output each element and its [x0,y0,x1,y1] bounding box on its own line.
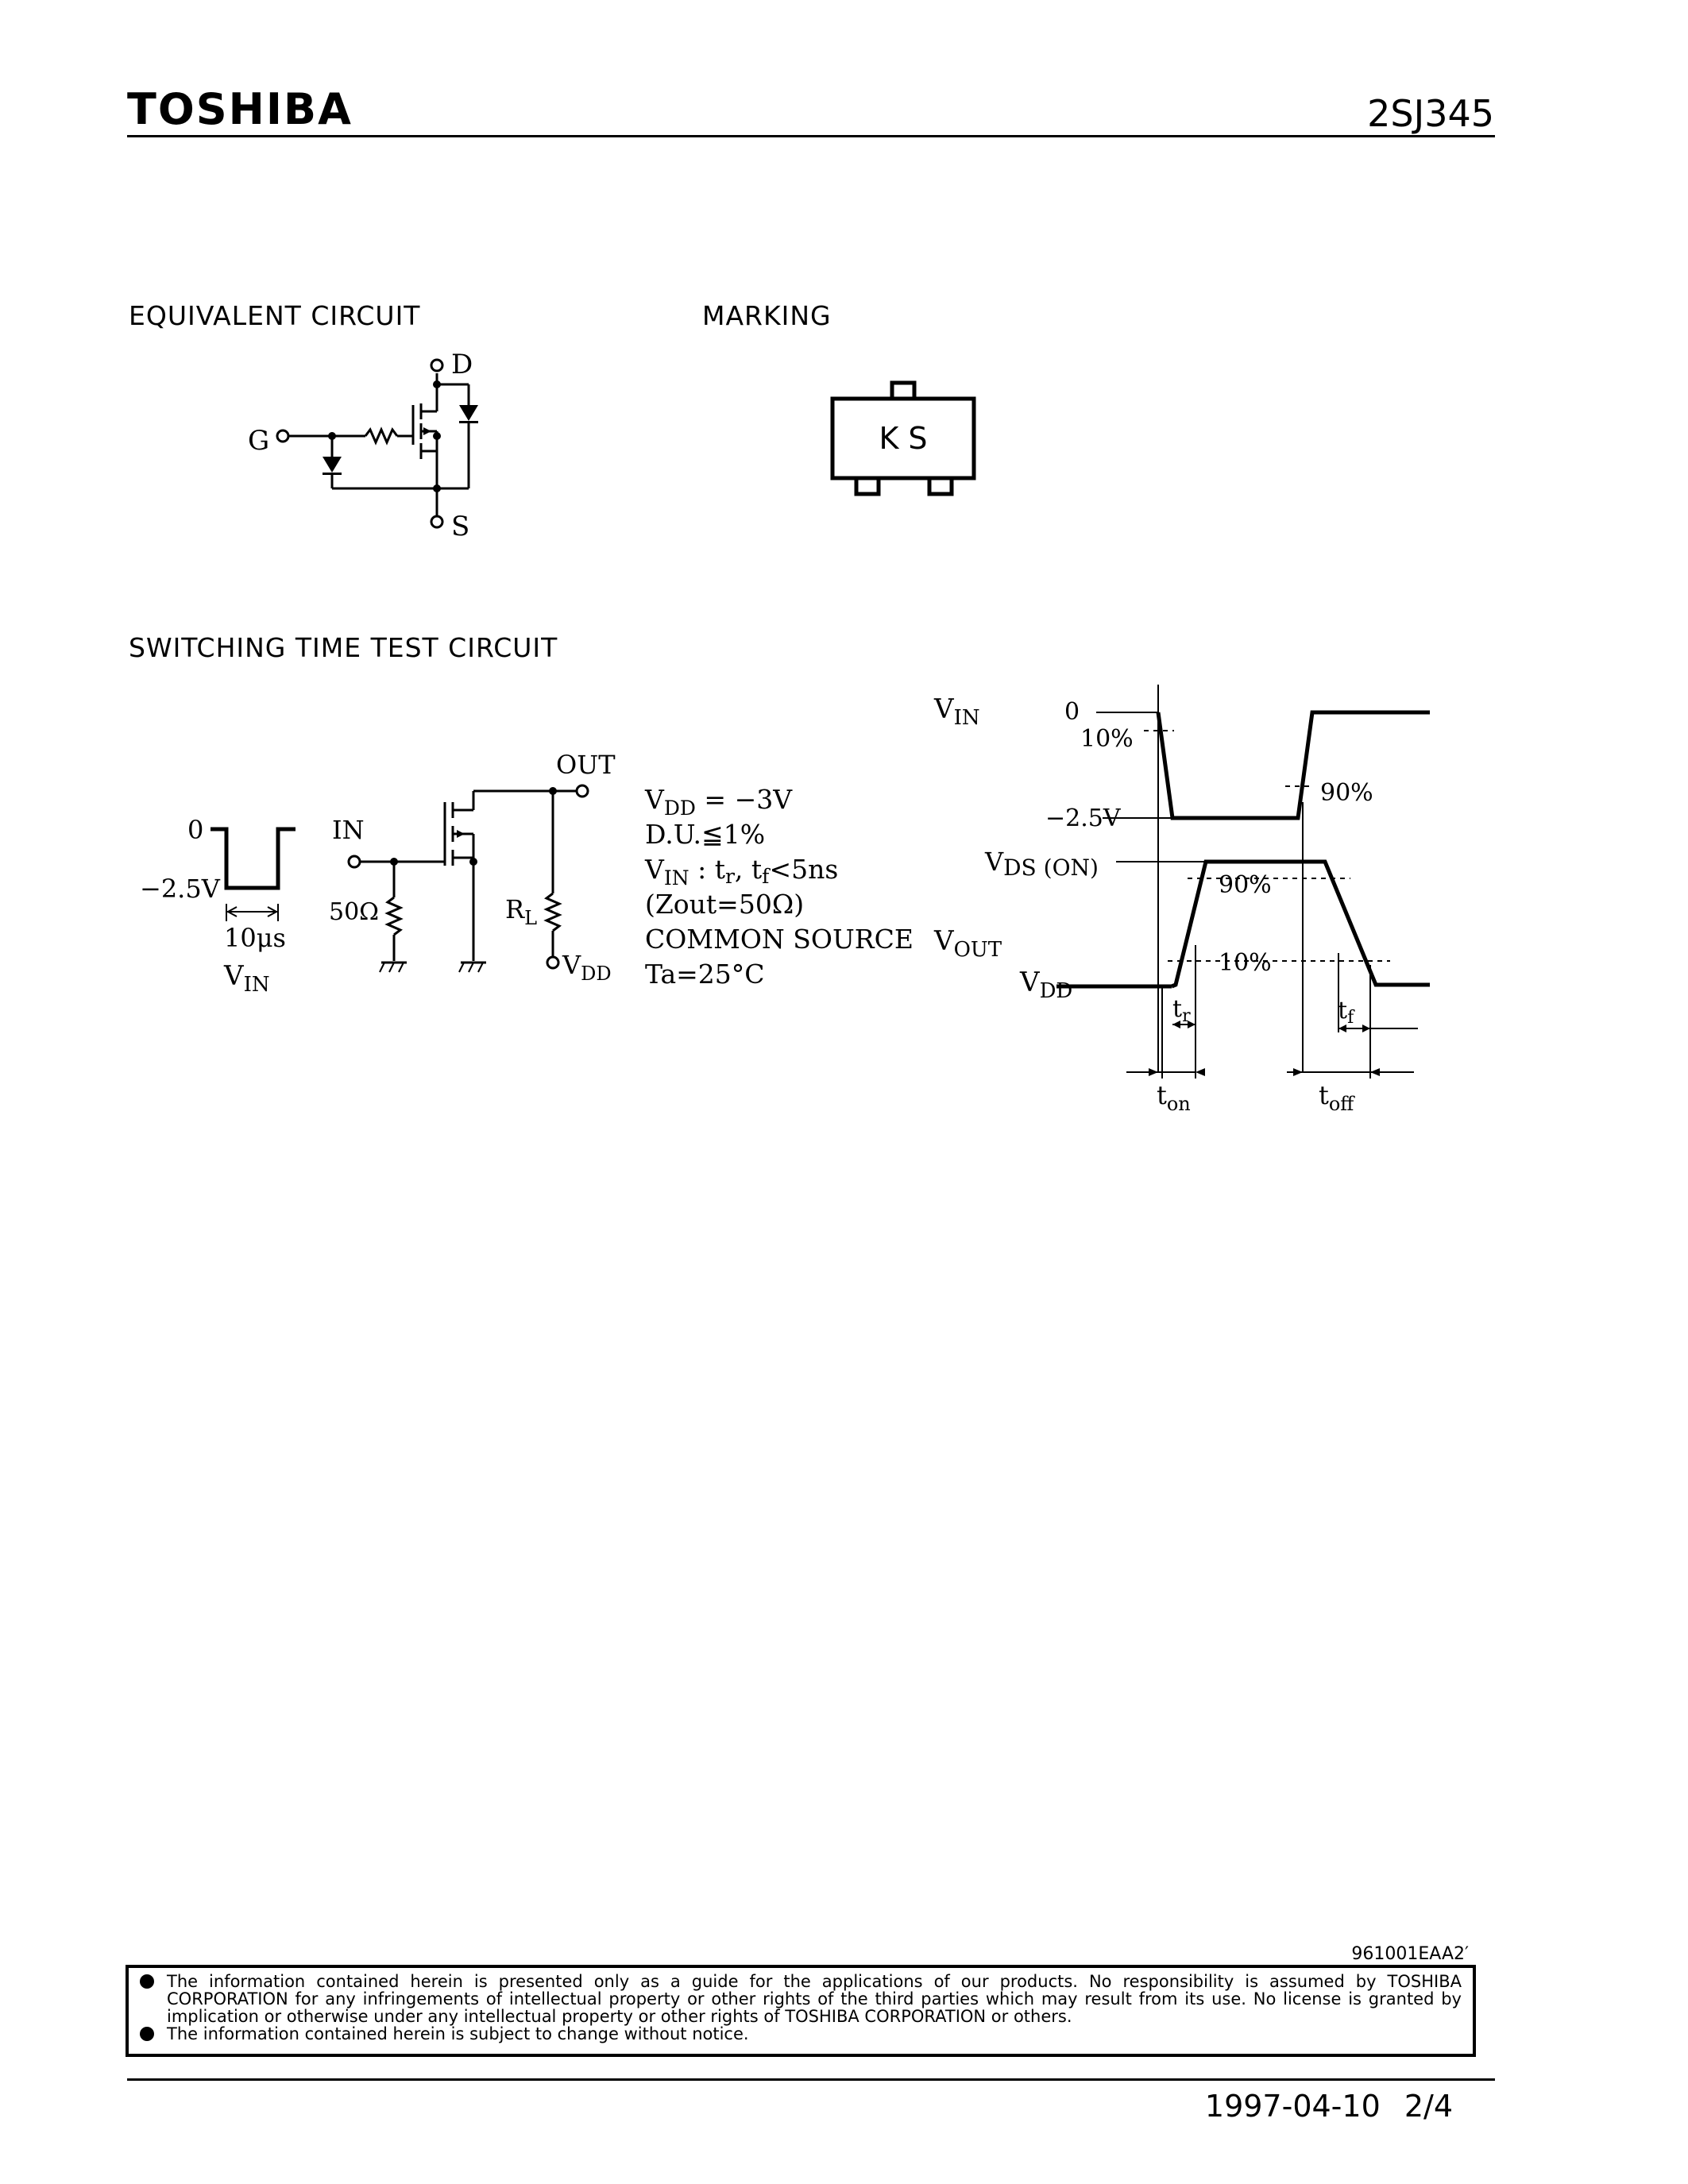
wave-vout-label: VOUT [933,925,1002,962]
equivalent-circuit-title: EQUIVALENT CIRCUIT [129,300,421,331]
circuit-vdd-label: VDD [562,950,612,985]
condition-zout: (Zout=50Ω) [645,889,804,920]
marking-package [830,380,976,496]
marking-code: K S [879,421,927,456]
timing-waveform [1056,685,1430,1078]
pulse-width-label: 10μs [224,923,286,953]
test-conditions: VDD = −3V D.U.≦1% VIN : tr, tf<5ns (Zout… [644,784,914,990]
load-resistor-label: RL [505,894,537,929]
wave-ten-pct-2: 10% [1219,949,1272,977]
revision-date: 1997-04-10 [1204,2089,1381,2124]
test-circuit-diagram [347,784,589,970]
circuit-out-label: OUT [556,750,616,780]
input-pulse-waveform [211,827,295,921]
wave-tr-label: tr [1172,995,1191,1026]
disclaimer-item: The information contained herein is pres… [140,1973,1462,2025]
condition-duty: D.U.≦1% [645,819,765,850]
header-rule [127,135,1495,137]
input-resistor-label: 50Ω [329,898,379,926]
switching-title: SWITCHING TIME TEST CIRCUIT [129,632,558,663]
footer-rule [127,2078,1495,2081]
page-number: 2/4 [1404,2089,1453,2124]
wave-ninety-pct-2: 90% [1219,871,1272,899]
wave-vds-label: VDS (ON) [984,847,1099,881]
disclaimer-box: The information contained herein is pres… [126,1965,1476,2057]
part-number: 2SJ345 [1367,92,1494,135]
wave-ton-label: ton [1157,1080,1191,1115]
footer-meta: 1997-04-10 2/4 [1205,2089,1453,2124]
condition-common-source: COMMON SOURCE [645,924,914,955]
source-label: S [451,511,469,542]
drain-label: D [451,349,473,380]
disclaimer-text: The information contained herein is pres… [167,1972,1462,2026]
wave-ten-pct-1: 10% [1080,725,1134,753]
condition-vin: VIN : tr, tf<5ns [644,854,838,889]
pulse-low-label: −2.5V [140,874,221,904]
circuit-in-label: IN [332,815,365,845]
condition-vdd: VDD = −3V [644,784,793,820]
wave-toff-label: toff [1319,1080,1355,1115]
marking-title: MARKING [702,300,832,331]
wave-neg25-label: −2.5V [1045,805,1122,832]
wave-tf-label: tf [1338,997,1355,1028]
condition-ta: Ta=25°C [645,959,765,990]
document-code: 961001EAA2′ [1351,1944,1469,1964]
pulse-vin-label: VIN [223,960,270,997]
disclaimer-item: The information contained herein is subj… [140,2025,1462,2043]
gate-label: G [248,425,269,457]
disclaimer-text: The information contained herein is subj… [167,2024,749,2043]
wave-vin-label: VIN [933,693,980,730]
wave-ninety-pct-1: 90% [1320,779,1373,807]
wave-zero-label: 0 [1064,698,1080,726]
bullet-icon [140,1974,154,1989]
bullet-icon [140,2027,154,2041]
brand-logo-text: TOSHIBA [127,84,353,134]
wave-vdd-label: VDD [1019,967,1072,1003]
pulse-high-label: 0 [187,815,203,845]
